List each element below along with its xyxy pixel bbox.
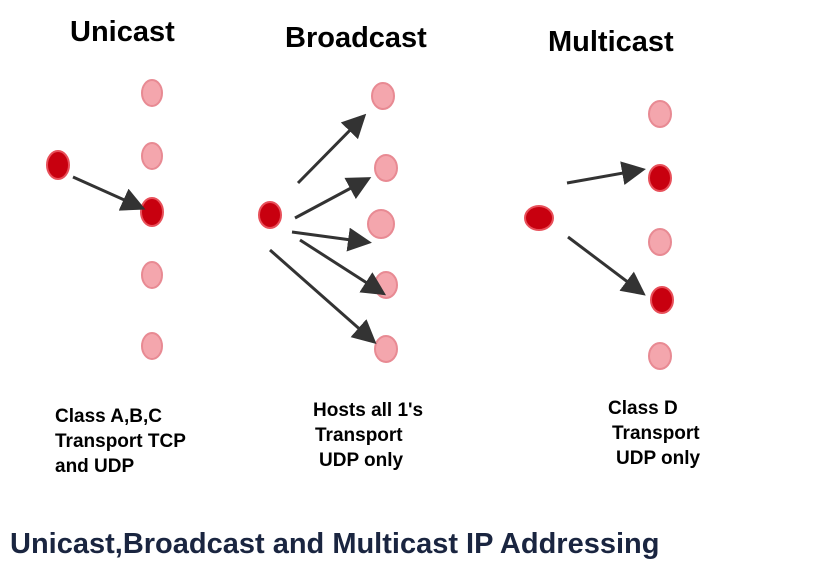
multicast-receiver — [650, 286, 674, 314]
arrow-icon — [296, 113, 367, 185]
unicast-line: Transport TCP — [55, 431, 186, 452]
host-node — [141, 332, 163, 360]
arrow-icon — [294, 177, 372, 220]
arrow-icon — [269, 248, 377, 344]
arrow-icon — [566, 161, 646, 185]
unicast-receiver — [140, 197, 164, 227]
host-node — [648, 342, 672, 370]
arrow-icon — [567, 235, 646, 296]
broadcast-heading: Broadcast — [285, 22, 427, 54]
host-node — [648, 228, 672, 256]
host-node — [141, 79, 163, 107]
multicast-receiver — [648, 164, 672, 192]
arrow-icon — [299, 238, 387, 296]
multicast-line: UDP only — [616, 448, 701, 469]
multicast-heading: Multicast — [548, 26, 674, 58]
broadcast-line: Hosts all 1's — [313, 400, 424, 421]
host-node — [374, 271, 398, 299]
host-node — [367, 209, 395, 239]
broadcast-line: Transport — [315, 425, 403, 446]
unicast-sender — [46, 150, 70, 180]
diagram-caption: Unicast,Broadcast and Multicast IP Addre… — [10, 528, 660, 560]
host-node — [141, 261, 163, 289]
multicast-line: Transport — [612, 423, 700, 444]
unicast-line: and UDP — [55, 456, 135, 477]
broadcast-description: Hosts all 1's Transport UDP only — [313, 398, 423, 473]
multicast-description: Class D Transport UDP only — [608, 396, 700, 471]
host-node — [141, 142, 163, 170]
unicast-heading: Unicast — [70, 16, 175, 48]
broadcast-line: UDP only — [319, 450, 404, 471]
unicast-description: Class A,B,C Transport TCP and UDP — [55, 404, 186, 479]
host-node — [374, 154, 398, 182]
arrow-icon — [291, 227, 372, 252]
host-node — [374, 335, 398, 363]
host-node — [648, 100, 672, 128]
unicast-line: Class A,B,C — [55, 406, 162, 427]
arrow-icon — [72, 175, 146, 211]
host-node — [371, 82, 395, 110]
multicast-line: Class D — [608, 398, 678, 419]
multicast-sender — [524, 205, 554, 231]
broadcast-sender — [258, 201, 282, 229]
